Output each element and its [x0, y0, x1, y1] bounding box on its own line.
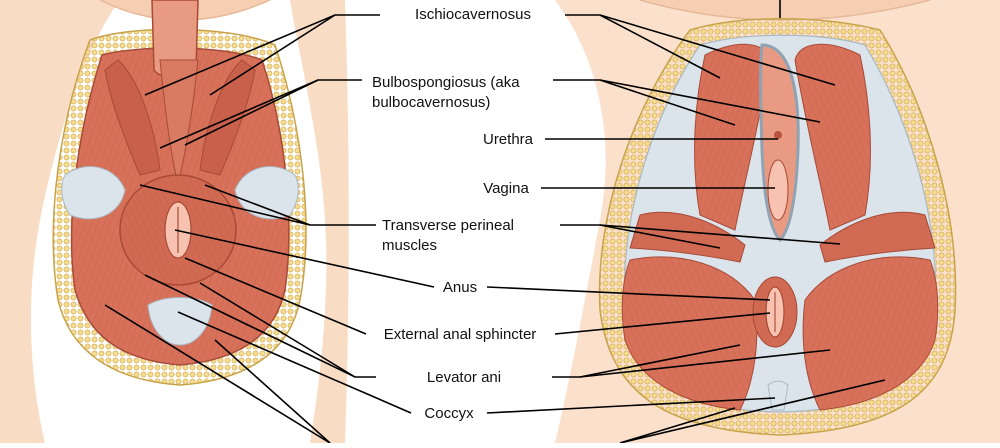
- female-coccyx: [767, 380, 789, 411]
- label-levator-ani: Levator ani: [424, 368, 504, 387]
- male-fascia-bottom: [147, 297, 213, 346]
- female-urethra: [774, 131, 782, 139]
- female-perineum-illustration: [555, 0, 1000, 443]
- label-anus: Anus: [440, 278, 480, 297]
- label-ischiocavernosus: Ischiocavernosus: [413, 5, 533, 24]
- label-transverse-perineal-line2: muscles: [380, 236, 440, 255]
- male-fascia-right: [234, 166, 299, 220]
- right-thigh-skin: [290, 0, 349, 443]
- label-urethra: Urethra: [480, 130, 536, 149]
- female-vagina: [767, 159, 789, 221]
- left-thigh-skin: [0, 0, 120, 443]
- label-bulbospongiosus-line1: Bulbospongiosus (aka: [370, 73, 522, 92]
- label-coccyx: Coccyx: [422, 404, 476, 423]
- male-fascia-left: [61, 166, 126, 220]
- label-vagina: Vagina: [481, 179, 531, 198]
- label-transverse-perineal-line1: Transverse perineal: [380, 216, 517, 235]
- leader-lines: [104, 0, 886, 444]
- label-external-anal-sphincter: External anal sphincter: [381, 325, 539, 344]
- label-bulbospongiosus-line2: bulbocavernosus): [370, 93, 493, 112]
